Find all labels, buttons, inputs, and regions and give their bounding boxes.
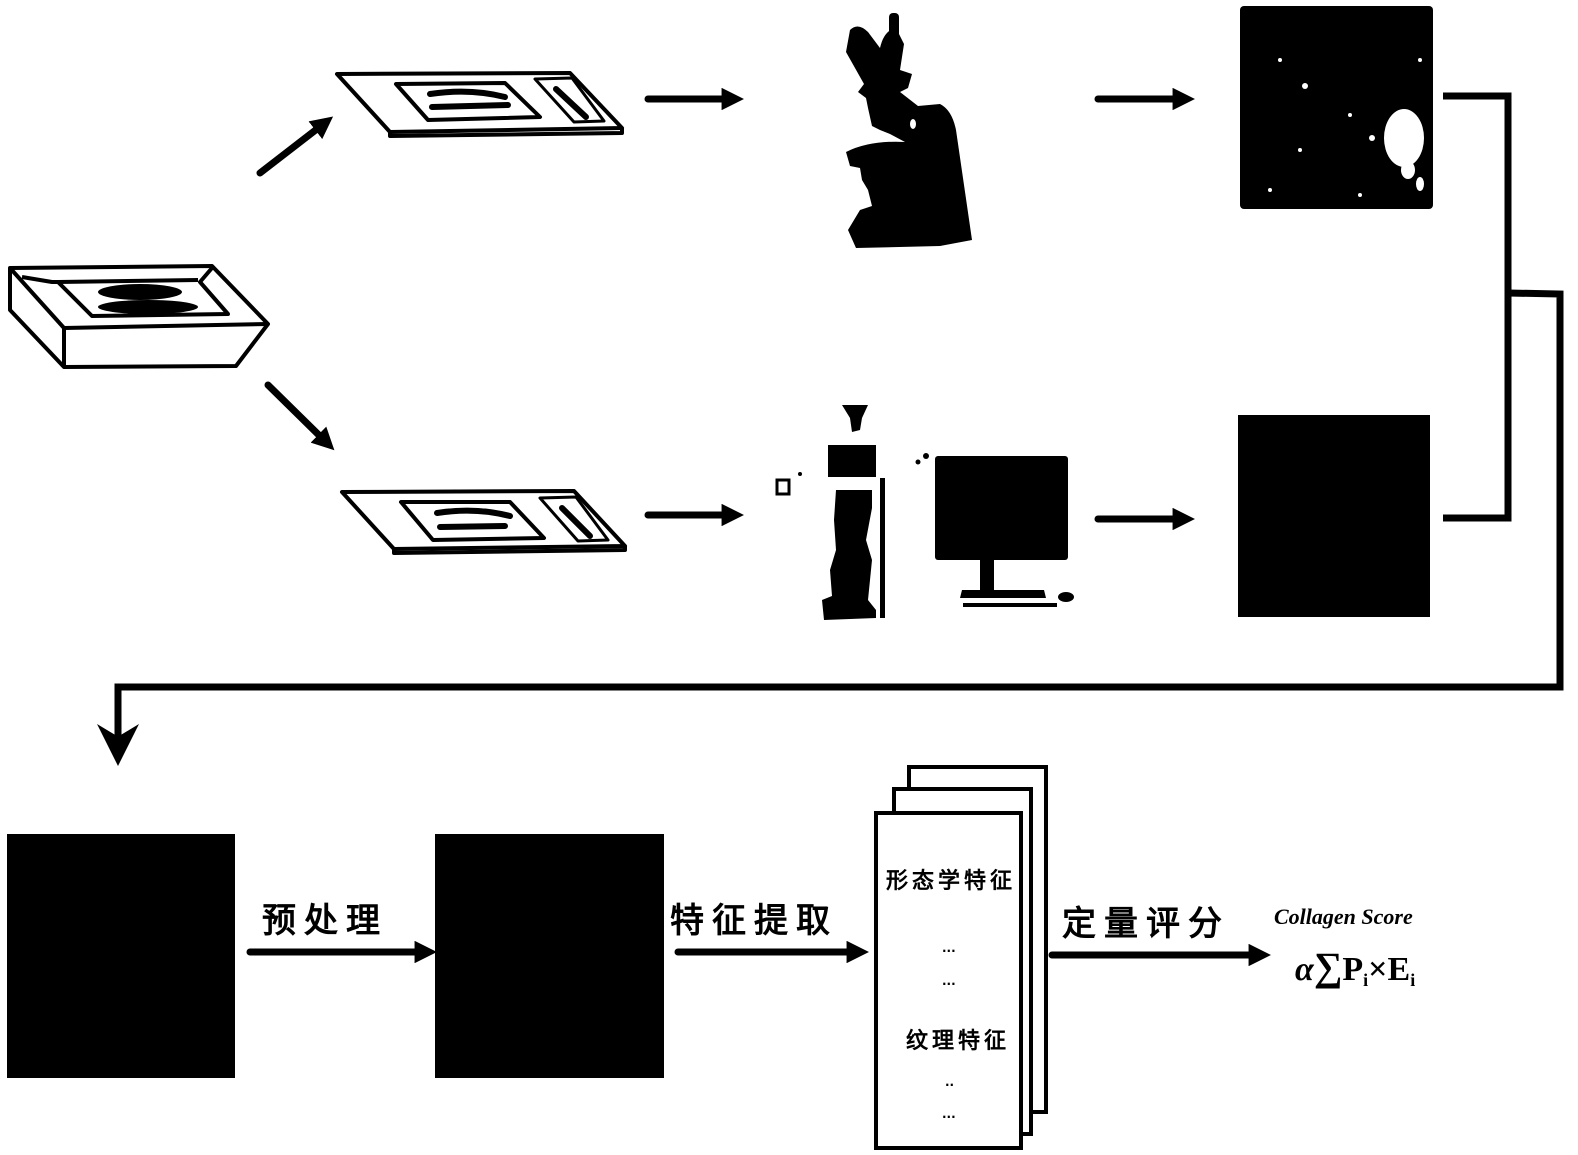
glass-slide-upper-icon [335,71,624,138]
step-label-quantitative-scoring: 定量评分 [1062,904,1230,944]
feature-texture: 纹理特征 [906,1028,1010,1054]
connector-top-image [1443,92,1512,522]
step-label-feature-extraction: 特征提取 [670,901,838,941]
light-microscope-icon [846,13,972,249]
arrow-to-lower-slide [264,381,335,451]
formula-p-subscript: i [1363,970,1368,990]
multiphoton-microscope-icon [775,405,929,620]
feature-ellipsis-2: ... [942,974,956,988]
formula-e: E [1388,951,1411,988]
formula-e-subscript: i [1410,970,1415,990]
histology-image [1240,6,1433,209]
shg-image [1238,415,1430,617]
formula-p: P [1342,951,1363,988]
computer-monitor-icon [935,456,1074,607]
formula-alpha: α [1295,951,1315,988]
feature-ellipsis-3: .. [945,1075,954,1089]
preprocessed-image [435,834,664,1078]
feature-ellipsis-1: ... [942,941,956,955]
arrow-to-upper-slide [256,116,334,177]
formula-sigma: ∑ [1314,944,1343,989]
features-card-stack [874,765,1048,1150]
paraffin-block-icon [8,264,270,369]
formula-times: × [1368,951,1387,988]
collagen-score-title: Collagen Score [1274,904,1413,929]
collagen-score-formula: α∑Pi×Ei [1295,944,1415,990]
connector-merge [97,289,1564,766]
feature-morphology: 形态学特征 [886,868,1016,894]
glass-slide-lower-icon [340,489,627,555]
feature-ellipsis-4: ... [942,1107,956,1121]
input-image [7,834,235,1078]
step-label-preprocess: 预处理 [262,901,388,941]
